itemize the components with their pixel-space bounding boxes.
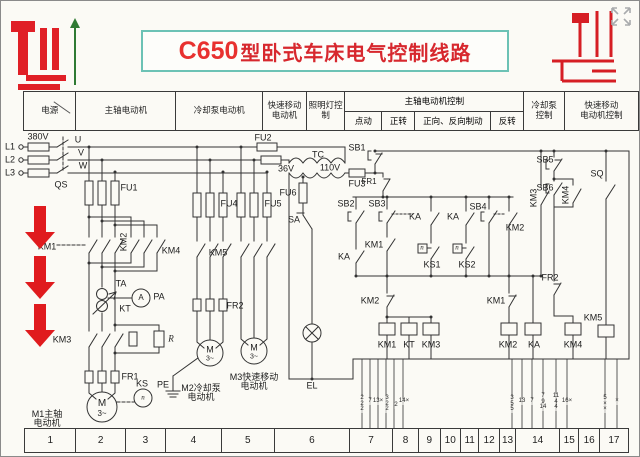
header-lighting-control: 照明灯控制: [307, 92, 346, 130]
wire-drop-lines: [361, 358, 618, 429]
column-header-table: 电源 主轴电动机 冷却泵电动机 快速移动 电动机 照明灯控制 主轴电动机控制 点…: [23, 91, 639, 131]
power-input-section: [18, 136, 346, 178]
bottom-cell-14: 14: [516, 429, 561, 452]
header-reverse: 反转: [498, 115, 516, 126]
bottom-cell-2: 2: [76, 429, 126, 452]
control-circuit-section: [347, 150, 630, 360]
logo-cap: [572, 13, 589, 23]
coolant-rapid-motor-section: [165, 146, 276, 398]
bottom-cell-13: 13: [500, 429, 517, 452]
bottom-cell-8: 8: [393, 429, 420, 452]
header-rapid-control: 快速移动 电动机控制: [580, 100, 623, 120]
bottom-cell-12: 12: [479, 429, 500, 452]
spindle-motor-section: [56, 146, 166, 423]
header-rapid-motor: 快速移动 电动机: [263, 92, 307, 130]
bottom-cell-16: 16: [579, 429, 600, 452]
header-power: 电源: [24, 92, 77, 130]
bottom-cell-6: 6: [275, 429, 351, 452]
red-arrow-down: [25, 206, 55, 249]
header-braking: 正向、反向制动: [415, 111, 492, 130]
header-coolant-control: 冷却泵 控制: [524, 92, 565, 130]
transformer-lighting-section: [256, 142, 354, 380]
header-coolant-pump-motor: 冷却泵电动机: [176, 92, 264, 130]
fullscreen-icon[interactable]: [609, 6, 633, 33]
bottom-cell-7: 7: [350, 429, 393, 452]
title-model: C650: [178, 36, 239, 65]
header-jog: 点动: [345, 111, 383, 130]
control-supply-section: [344, 150, 630, 198]
bottom-cell-3: 3: [126, 429, 166, 452]
bottom-cell-10: 10: [441, 429, 461, 452]
bottom-cell-17: 17: [608, 435, 620, 446]
title-text: 型卧式车床电气控制线路: [240, 42, 472, 65]
red-bars: [11, 21, 66, 90]
header-forward: 正转: [382, 111, 416, 130]
red-arrow-down: [25, 256, 55, 299]
header-spindle-motor: 主轴电动机: [76, 92, 177, 130]
bottom-cell-4: 4: [166, 429, 223, 452]
bottom-cell-1: 1: [25, 429, 77, 452]
header-spindle-control-group: 主轴电动机控制 点动 正转 正向、反向制动 反转: [345, 92, 525, 130]
green-up-arrow: [70, 18, 80, 85]
bottom-cell-11: 11: [461, 429, 480, 452]
brand-logo-right: [544, 5, 634, 92]
bottom-cell-15: 15: [560, 429, 580, 452]
brand-logo-left: [9, 13, 89, 96]
bottom-cell-9: 9: [419, 429, 441, 452]
header-power-label: 电源: [41, 105, 59, 116]
bottom-cell-5: 5: [222, 429, 275, 452]
red-arrow-down: [25, 304, 55, 347]
junction-dots: [87, 145, 608, 381]
header-spindle-control: 主轴电动机控制: [345, 92, 524, 112]
